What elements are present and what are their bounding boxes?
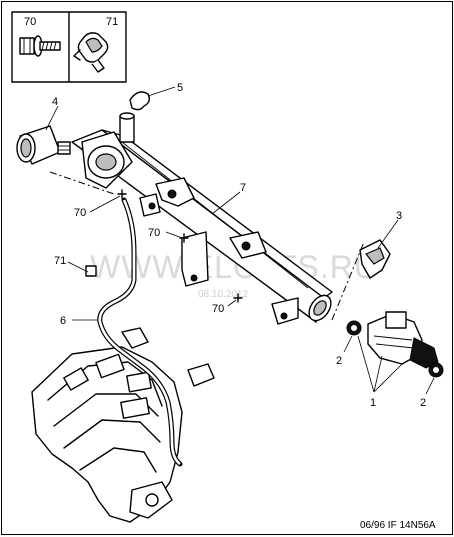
callout-4: 4 [52, 96, 58, 108]
callout-2-right: 2 [420, 397, 426, 409]
leader-lines [45, 86, 435, 395]
callout-7: 7 [240, 182, 246, 194]
rail-bracket [271, 297, 299, 325]
seal-part [129, 91, 151, 111]
fuel-injector [346, 311, 444, 378]
injection-rail [71, 112, 333, 325]
bolt-part [19, 35, 61, 57]
hose-clip [85, 265, 97, 277]
callout-1: 1 [370, 397, 376, 409]
centerline [331, 241, 365, 321]
clip-part [73, 32, 109, 73]
drawing-reference: 06/96 IF 14N56A [360, 520, 436, 531]
callout-5: 5 [177, 82, 183, 94]
callout-70-lower: 70 [212, 303, 224, 315]
callout-6: 6 [60, 315, 66, 327]
callout-70-upper: 70 [74, 207, 86, 219]
pressure-regulator [16, 125, 133, 189]
fixing-points [117, 189, 243, 303]
rail-bracket [181, 231, 209, 287]
inset-label-70: 70 [24, 16, 36, 28]
callout-70-middle: 70 [148, 227, 160, 239]
intake-manifold [31, 327, 215, 523]
watermark-date: 08.10.2012 [198, 289, 248, 300]
callout-3: 3 [396, 210, 402, 222]
centerline [49, 171, 115, 195]
callout-2-left: 2 [336, 355, 342, 367]
callout-71: 71 [54, 255, 66, 267]
parts-inset: 70 71 [11, 11, 127, 83]
inset-label-71: 71 [106, 16, 118, 28]
